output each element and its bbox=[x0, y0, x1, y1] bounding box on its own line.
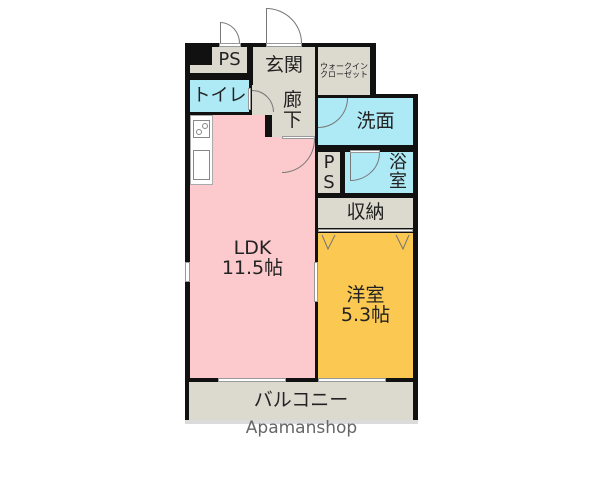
room-hallway: 廊下 bbox=[272, 85, 315, 137]
entrance-door-swing bbox=[266, 8, 302, 43]
room-label: バルコニー bbox=[253, 389, 349, 412]
room-size: 5.3帖 bbox=[340, 303, 391, 326]
storage-door[interactable] bbox=[318, 229, 413, 232]
western-room-door[interactable] bbox=[314, 262, 318, 302]
room-balcony: バルコニー bbox=[189, 382, 413, 420]
ps-door bbox=[219, 43, 241, 47]
room-toilet: トイレ bbox=[190, 80, 249, 112]
ldk-balcony-window[interactable] bbox=[218, 378, 286, 382]
watermark: Apamanshop bbox=[245, 418, 358, 438]
room-label: 洗面 bbox=[356, 109, 395, 132]
room-label: 廊下 bbox=[282, 89, 304, 131]
western-balcony-window[interactable] bbox=[318, 378, 386, 382]
watermark-bg bbox=[185, 420, 418, 438]
entrance-door[interactable] bbox=[266, 43, 302, 47]
room-label: PS bbox=[323, 151, 335, 193]
ps-door-swing bbox=[220, 22, 240, 43]
ldk-window bbox=[185, 262, 190, 282]
room-label: PS bbox=[218, 48, 241, 70]
ldk-door[interactable] bbox=[282, 136, 315, 139]
room-genkan: 玄関 bbox=[253, 47, 315, 85]
toilet-door[interactable] bbox=[248, 88, 251, 110]
room-label: 収納 bbox=[346, 201, 385, 224]
closet-door-marks bbox=[321, 234, 410, 251]
room-size: 11.5帖 bbox=[221, 257, 284, 279]
stove-icon bbox=[193, 120, 210, 138]
sink-icon bbox=[193, 150, 210, 180]
room-western: 洋室 5.3帖 bbox=[318, 233, 413, 378]
room-label: ウォークイン クローゼット bbox=[320, 61, 368, 79]
room-label: 玄関 bbox=[264, 54, 303, 77]
room-ps-small: PS bbox=[318, 152, 340, 193]
room-walk-in-closet: ウォークイン クローゼット bbox=[318, 47, 370, 95]
room-label: トイレ bbox=[192, 84, 247, 106]
room-name: LDK bbox=[233, 237, 272, 260]
room-label: 浴室 bbox=[389, 151, 407, 192]
room-name: 洋室 bbox=[346, 283, 385, 306]
room-storage: 収納 bbox=[318, 198, 413, 228]
pipe-shaft-block bbox=[190, 47, 212, 65]
